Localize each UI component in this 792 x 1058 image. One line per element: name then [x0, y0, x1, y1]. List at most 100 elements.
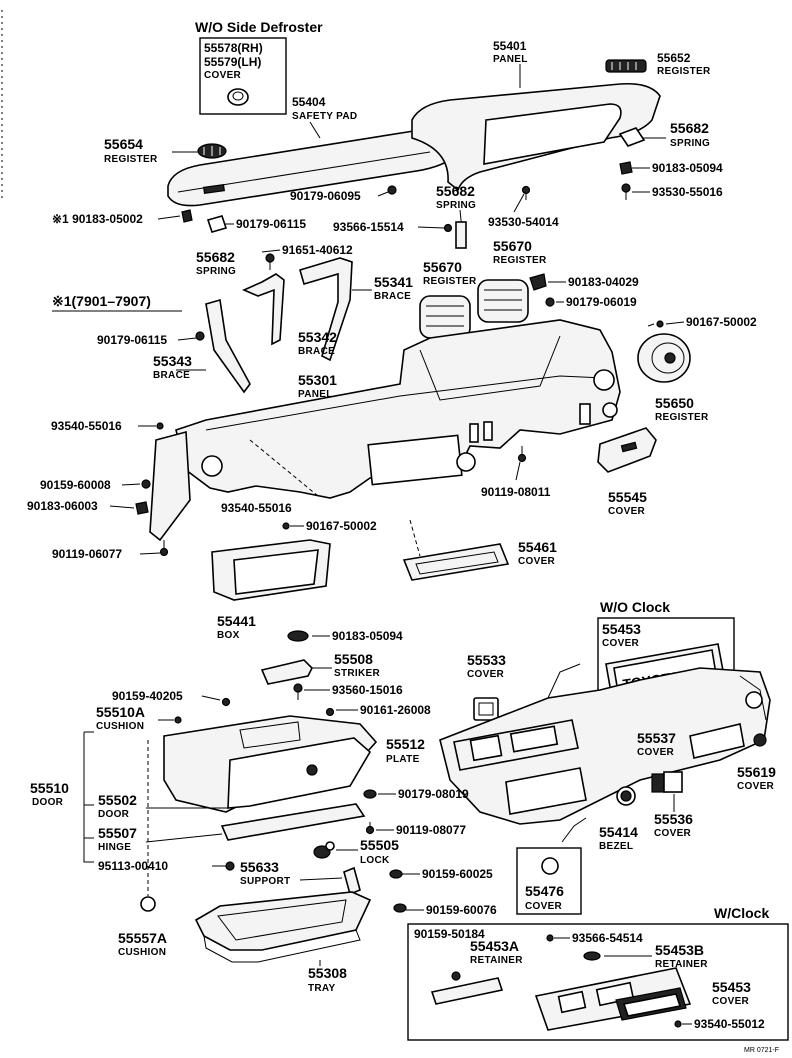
register-55670-b-part: [477, 279, 529, 323]
label-90119-06077: 90119-06077: [52, 547, 122, 561]
lock-55505-part: [313, 841, 335, 859]
caption-55502: DOOR: [98, 809, 130, 820]
label-55476: 55476: [525, 883, 564, 899]
label-90179-06019-a: 90179-06019: [566, 295, 637, 309]
inset-box-55476: [516, 847, 582, 915]
caption-55301: PANEL: [298, 389, 333, 400]
caption-55682-b: SPRING: [436, 200, 476, 211]
inset-box-w-clock: [407, 923, 789, 1041]
screw-93566-15514-part: [443, 221, 467, 249]
cushion-55557a-part: [140, 896, 156, 912]
spring-55682-a-part: [618, 127, 646, 147]
label-55453a-ret: 55453A: [470, 938, 519, 954]
label-90183-04029: 90183-04029: [568, 275, 639, 289]
caption-55652: REGISTER: [657, 66, 711, 77]
caption-55633: SUPPORT: [240, 876, 290, 887]
register-55670-a-part: [419, 295, 471, 339]
label-55461: 55461: [518, 539, 557, 555]
label-55670-b: 55670: [493, 238, 532, 254]
header-w-clock: W/Clock: [714, 905, 769, 921]
caption-55453a-ret: RETAINER: [470, 955, 523, 966]
main-dash-panel-part: [175, 319, 621, 499]
label-93560-15016: 93560-15016: [332, 683, 403, 697]
caption-55508: STRIKER: [334, 668, 380, 679]
label-93540-55012: 93540-55012: [694, 1017, 765, 1031]
label-55308: 55308: [308, 965, 347, 981]
nut-90159-60008-part: [141, 479, 151, 489]
label-55633: 55633: [240, 859, 279, 875]
label-90159-50184: 90159-50184: [414, 927, 485, 941]
nut-90179-06095-part: [387, 185, 397, 195]
caption-55342: BRACE: [298, 346, 335, 357]
label-55537: 55537: [637, 730, 676, 746]
label-55536: 55536: [654, 811, 693, 827]
label-55404: 55404: [292, 95, 326, 109]
label-55510a: 55510A: [96, 704, 145, 720]
label-55654: 55654: [104, 136, 143, 152]
note-range: ※1(7901–7907): [52, 293, 151, 309]
spring-clip-55682-c-part: [206, 215, 228, 233]
label-93540-55016-a: 93540-55016: [51, 419, 122, 433]
nut-90179-08019-part: [363, 789, 377, 799]
bracket-55510: [83, 732, 94, 863]
nut-90159-60076-part: [393, 903, 407, 913]
caption-55453b-ret: RETAINER: [655, 959, 708, 970]
caption-55682-a: SPRING: [670, 138, 710, 149]
screw-93566-54514-part: [546, 934, 554, 942]
retainer-55453b-part: [583, 951, 601, 961]
nut-90159-40205-part: [221, 697, 231, 707]
label-55508: 55508: [334, 651, 373, 667]
clip-90161-26008-part: [325, 707, 335, 717]
nut-90179-06019-a-part: [545, 297, 555, 307]
caption-55341: BRACE: [374, 291, 411, 302]
label-90179-06115-b: 90179-06115: [97, 333, 167, 347]
caption-55404: SAFETY PAD: [292, 111, 357, 122]
label-55579: 55579(LH): [204, 55, 261, 69]
caption-55414: BEZEL: [599, 841, 633, 852]
label-55682-c: 55682: [196, 249, 235, 265]
bolt-90119-08077-part: [365, 822, 375, 835]
label-90183-05094-a: 90183-05094: [652, 161, 723, 175]
clip-90183-04029-part: [529, 273, 547, 291]
screw-93530-55016-part: [621, 183, 631, 200]
label-55682-a: 55682: [670, 120, 709, 136]
caption-55682-c: SPRING: [196, 266, 236, 277]
label-90179-08019: 90179-08019: [398, 787, 469, 801]
label-55510: 55510: [30, 780, 69, 796]
register-55650-part: [637, 333, 691, 383]
label-90167-50002-b: 90167-50002: [306, 519, 377, 533]
register-55654-part: [197, 143, 227, 159]
label-55545: 55545: [608, 489, 647, 505]
label-55670-a: 55670: [423, 259, 462, 275]
striker-55508-part: [260, 659, 313, 685]
side-panel-strip-part: [149, 430, 191, 542]
cover-55533-part: [473, 697, 499, 721]
label-93540-55016-b: 93540-55016: [221, 501, 292, 515]
label-55441: 55441: [217, 613, 256, 629]
register-55652-part: [605, 59, 647, 73]
label-95113-00410: 95113-00410: [98, 859, 168, 873]
bolt-91651-40612-part: [265, 253, 275, 270]
inset-box-side-defroster: [199, 37, 287, 115]
label-55557a: 55557A: [118, 930, 167, 946]
label-55453-a: 55453: [602, 621, 641, 637]
label-91651-40612: 91651-40612: [282, 243, 353, 257]
arrow-lower: [561, 817, 587, 843]
screw-90167-50002-b-part: [282, 522, 290, 530]
upper-panel-part: [411, 82, 661, 192]
label-55343: 55343: [153, 353, 192, 369]
header-wo-side-defroster: W/O Side Defroster: [195, 19, 323, 35]
clock-cover-55453-b-part: [615, 987, 687, 1021]
caption-55579: COVER: [204, 70, 242, 81]
screw-93530-54014-part: [521, 185, 531, 200]
label-55652: 55652: [657, 51, 691, 65]
lower-dashboard-part: [439, 663, 771, 825]
label-55533: 55533: [467, 652, 506, 668]
cover-55476-part: [541, 857, 559, 875]
clip-90183-05002-part: [181, 209, 193, 223]
caption-55505: LOCK: [360, 855, 390, 866]
label-55619: 55619: [737, 764, 776, 780]
label-55682-b: 55682: [436, 183, 475, 199]
caption-55401: PANEL: [493, 54, 528, 65]
label-90159-40205: 90159-40205: [112, 689, 183, 703]
